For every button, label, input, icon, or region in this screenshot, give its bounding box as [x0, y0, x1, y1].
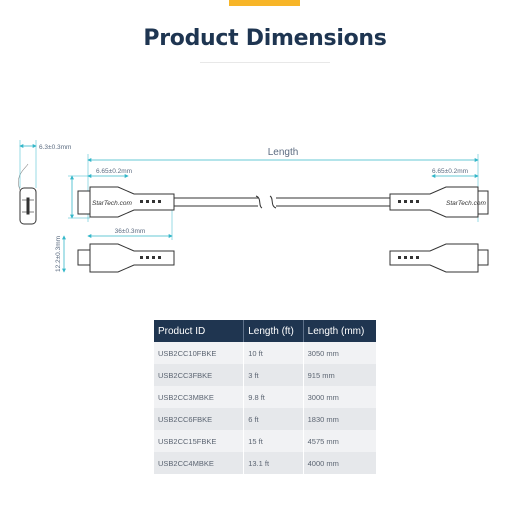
- left-width-dimension: 6.65±0.2mm: [87, 168, 132, 178]
- length-dimension: Length: [87, 147, 479, 222]
- product-id-cell: USB2CC4MBKE: [154, 452, 245, 474]
- dimension-diagram: 6.3±0.3mm Length 6.65±0.2mm 6.65±0.2mm 1…: [18, 140, 489, 273]
- housing-length-label: 36±0.3mm: [115, 228, 146, 235]
- length-ft-cell: 9.8 ft: [243, 386, 304, 408]
- product-id-cell: USB2CC3MBKE: [154, 386, 245, 408]
- length-mm-cell: 4000 mm: [303, 452, 376, 474]
- product-id-cell: USB2CC6FBKE: [154, 408, 245, 430]
- thickness-label: 6.3±0.3mm: [39, 144, 71, 151]
- length-mm-cell: 3000 mm: [303, 386, 376, 408]
- product-id-cell: USB2CC15FBKE: [154, 430, 245, 452]
- header-length-mm: Length (mm): [303, 320, 376, 342]
- length-ft-cell: 6 ft: [243, 408, 304, 430]
- table-row: USB2CC3MBKE 9.8 ft 3000 mm: [154, 386, 376, 408]
- page-title: Product Dimensions: [143, 26, 387, 51]
- side-view-connector: [18, 163, 37, 225]
- right-connector-bottom: [389, 243, 489, 273]
- height-dimension: 12.2±0.3mm: [55, 175, 90, 273]
- brand-label-right: StarTech.com: [446, 200, 486, 207]
- table-row: USB2CC15FBKE 15 ft 4575 mm: [154, 430, 376, 452]
- length-label: Length: [268, 147, 299, 158]
- length-ft-cell: 10 ft: [243, 342, 304, 364]
- thickness-dimension: 6.3±0.3mm: [19, 140, 71, 188]
- right-connector-top: StarTech.com: [269, 186, 489, 218]
- product-dimensions-table: Product ID Length (ft) Length (mm) USB2C…: [154, 320, 376, 474]
- length-ft-cell: 15 ft: [243, 430, 304, 452]
- product-id-cell: USB2CC3FBKE: [154, 364, 245, 386]
- table-row: USB2CC3FBKE 3 ft 915 mm: [154, 364, 376, 386]
- length-ft-cell: 13.1 ft: [243, 452, 304, 474]
- brand-label-left: StarTech.com: [92, 200, 132, 207]
- accent-bar: [229, 0, 300, 6]
- table-row: USB2CC4MBKE 13.1 ft 4000 mm: [154, 452, 376, 474]
- table-header-row: Product ID Length (ft) Length (mm): [154, 320, 376, 342]
- right-width-label: 6.65±0.2mm: [432, 168, 468, 175]
- table-row: USB2CC6FBKE 6 ft 1830 mm: [154, 408, 376, 430]
- left-connector-top: StarTech.com: [77, 186, 263, 218]
- length-mm-cell: 915 mm: [303, 364, 376, 386]
- length-ft-cell: 3 ft: [243, 364, 304, 386]
- right-width-dimension: 6.65±0.2mm: [431, 168, 479, 178]
- left-connector-bottom: [77, 243, 175, 273]
- length-mm-cell: 3050 mm: [303, 342, 376, 364]
- title-divider: [200, 62, 330, 63]
- left-width-label: 6.65±0.2mm: [96, 168, 132, 175]
- product-id-cell: USB2CC10FBKE: [154, 342, 245, 364]
- length-mm-cell: 4575 mm: [303, 430, 376, 452]
- length-mm-cell: 1830 mm: [303, 408, 376, 430]
- table-row: USB2CC10FBKE 10 ft 3050 mm: [154, 342, 376, 364]
- header-length-ft: Length (ft): [243, 320, 304, 342]
- height-label: 12.2±0.3mm: [55, 236, 62, 272]
- header-product-id: Product ID: [154, 320, 245, 342]
